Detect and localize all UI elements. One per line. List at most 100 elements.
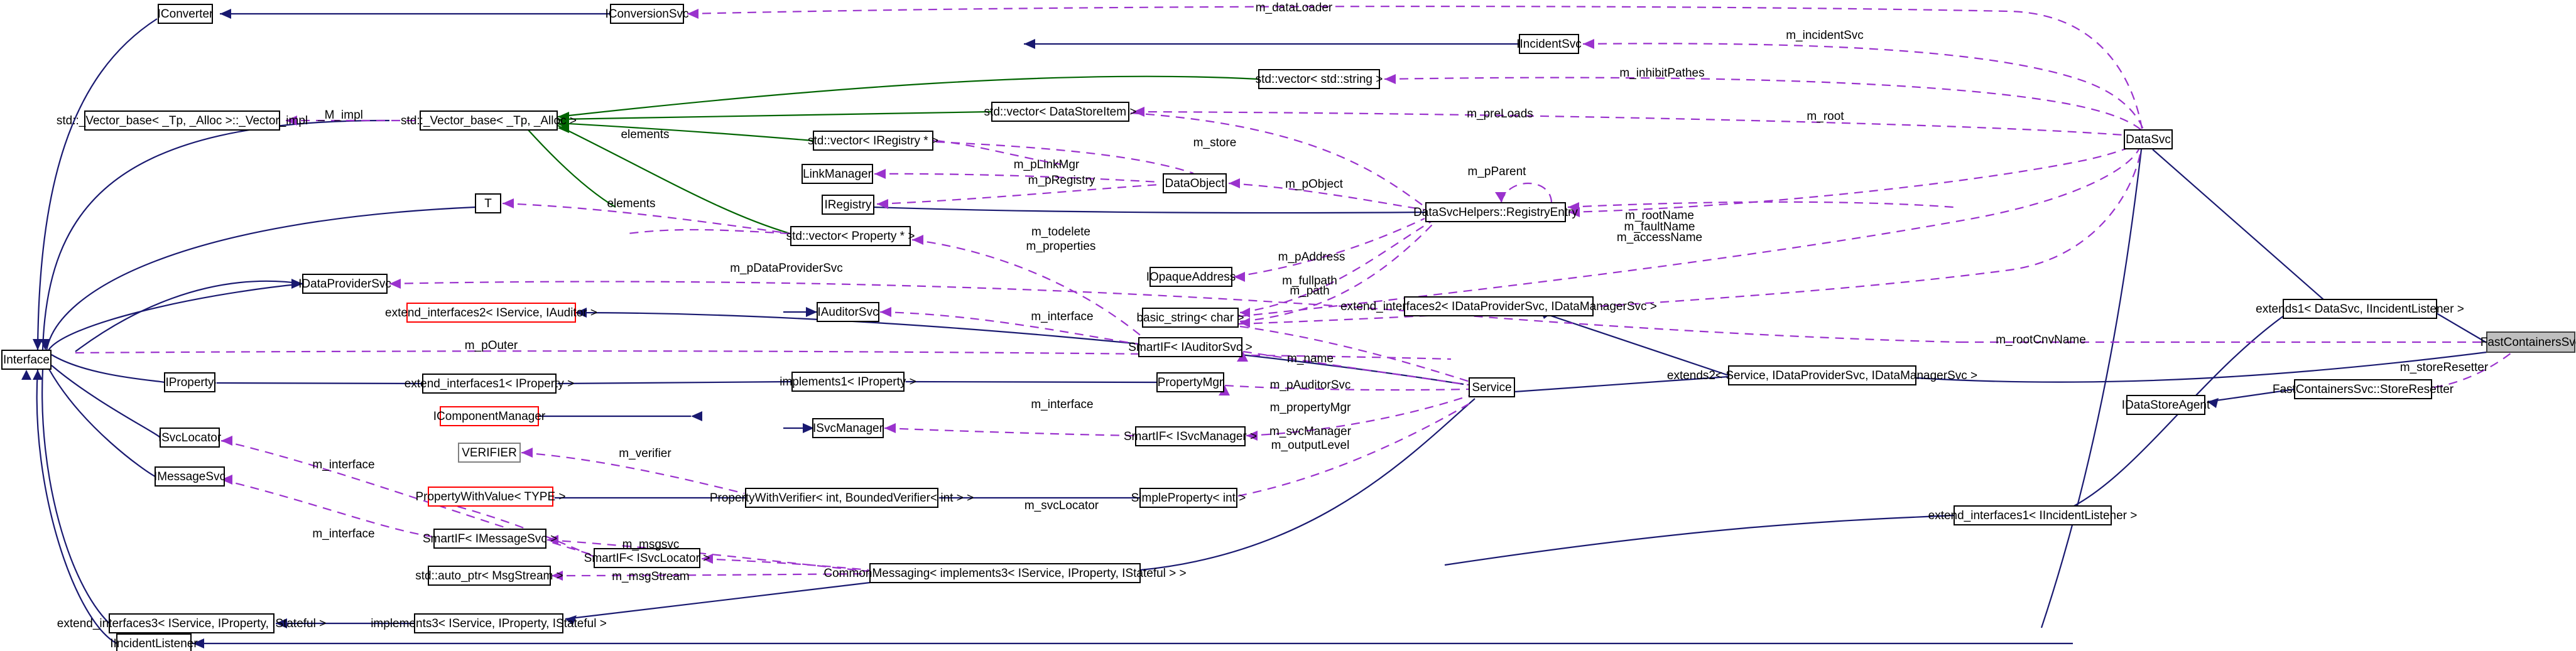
node-IConversionSvc[interactable]: IConversionSvc <box>605 4 689 24</box>
node-box[interactable] <box>1142 308 1239 328</box>
node-IAuditorSvc[interactable]: IAuditorSvc <box>817 302 879 322</box>
node-box[interactable] <box>1954 505 2112 525</box>
node-box[interactable] <box>1425 202 1566 222</box>
node-basic_string_char[interactable]: basic_string< char > <box>1136 308 1244 328</box>
node-box[interactable] <box>158 4 213 24</box>
node-box[interactable] <box>2124 129 2173 149</box>
node-box[interactable] <box>869 563 1141 583</box>
node-PropertyWithVerifier[interactable]: PropertyWithVerifier< int, BoundedVerifi… <box>710 488 974 508</box>
node-box[interactable] <box>1404 296 1594 316</box>
node-vector_Property[interactable]: std::vector< Property * > <box>786 226 915 246</box>
node-box[interactable] <box>610 4 684 24</box>
node-IOpaqueAddress[interactable]: IOpaqueAddress <box>1146 267 1236 287</box>
node-box[interactable] <box>1 350 52 370</box>
node-Interface[interactable]: Interface <box>1 350 52 370</box>
node-implements1_IProperty[interactable]: implements1< IProperty > <box>780 372 916 392</box>
node-box[interactable] <box>2126 395 2205 415</box>
node-extend_interfaces1_IProperty[interactable]: extend_interfaces1< IProperty > <box>405 374 574 394</box>
node-box[interactable] <box>164 372 215 392</box>
node-box[interactable] <box>84 110 280 131</box>
node-box[interactable] <box>440 406 539 426</box>
node-box[interactable] <box>302 274 388 294</box>
node-extends2_Service_IDPS_IDMS[interactable]: extends2< Service, IDataProviderSvc, IDa… <box>1667 365 1977 385</box>
node-IConverter[interactable]: IConverter <box>158 4 214 24</box>
node-IProperty[interactable]: IProperty <box>164 372 215 392</box>
node-ISvcManager[interactable]: ISvcManager <box>812 418 884 438</box>
node-box[interactable] <box>813 131 933 151</box>
node-vector_string[interactable]: std::vector< std::string > <box>1256 69 1383 89</box>
node-box[interactable] <box>1138 337 1242 357</box>
node-IDataStoreAgent[interactable]: IDataStoreAgent <box>2122 395 2210 415</box>
node-box[interactable] <box>812 418 884 438</box>
node-box[interactable] <box>428 487 553 507</box>
node-Service[interactable]: Service <box>1469 377 1515 397</box>
node-box[interactable] <box>406 303 576 323</box>
node-extend_interfaces2_ISvc_IAuditor[interactable]: extend_interfaces2< IService, IAuditor > <box>385 303 597 323</box>
node-box[interactable] <box>1258 69 1380 89</box>
node-box[interactable] <box>1156 372 1224 392</box>
node-SmartIF_IMessageSvc[interactable]: SmartIF< IMessageSvc > <box>423 529 557 549</box>
node-extend_interfaces1_IIncidentListener[interactable]: extend_interfaces1< IIncidentListener > <box>1928 505 2138 525</box>
node-T[interactable]: T <box>475 193 501 213</box>
node-LinkManager[interactable]: LinkManager <box>802 164 873 184</box>
node-IIncidentSvc[interactable]: IIncidentSvc <box>1516 34 1582 54</box>
node-box[interactable] <box>802 164 873 184</box>
node-box[interactable] <box>109 613 274 633</box>
node-box[interactable] <box>745 488 938 508</box>
node-box[interactable] <box>160 428 220 448</box>
node-IMessageSvc[interactable]: IMessageSvc <box>154 466 226 487</box>
node-extend_interfaces2_IDPS_IDMS[interactable]: extend_interfaces2< IDataProviderSvc, ID… <box>1340 296 1657 316</box>
node-SimpleProperty_int[interactable]: SimpleProperty< int > <box>1131 488 1246 508</box>
node-Vector_base[interactable]: std::_Vector_base< _Tp, _Alloc > <box>401 110 577 131</box>
node-box[interactable] <box>822 195 874 215</box>
node-SmartIF_IAuditorSvc[interactable]: SmartIF< IAuditorSvc > <box>1128 337 1253 357</box>
node-box[interactable] <box>422 374 557 394</box>
node-box[interactable] <box>790 226 911 246</box>
node-box[interactable] <box>594 548 700 568</box>
node-box[interactable] <box>2294 379 2432 399</box>
node-VERIFIER[interactable]: VERIFIER <box>458 443 521 463</box>
node-box[interactable] <box>1519 34 1579 54</box>
node-box[interactable] <box>458 443 521 463</box>
node-PropertyMgr[interactable]: PropertyMgr <box>1156 372 1224 392</box>
edge-label-_M_impl: _M_impl <box>317 109 363 122</box>
node-box[interactable] <box>1135 426 1246 446</box>
node-box[interactable] <box>1139 488 1237 508</box>
node-FastContainersSvc_StoreResetter[interactable]: FastContainersSvc::StoreResetter <box>2273 379 2454 399</box>
node-CommonMessaging[interactable]: CommonMessaging< implements3< IService, … <box>823 563 1187 583</box>
node-box[interactable] <box>2486 331 2575 353</box>
node-box[interactable] <box>791 372 905 392</box>
node-DataObject[interactable]: DataObject <box>1163 173 1227 193</box>
edge-label-m_pOuter: m_pOuter <box>465 339 518 352</box>
node-box[interactable] <box>433 529 546 549</box>
node-PropertyWithValue_TYPE[interactable]: PropertyWithValue< TYPE > <box>415 487 566 507</box>
node-DataSvc[interactable]: DataSvc <box>2124 129 2173 149</box>
node-box[interactable] <box>155 466 225 487</box>
node-IIncidentListener[interactable]: IIncidentListener <box>110 633 198 651</box>
node-SmartIF_ISvcManager[interactable]: SmartIF< ISvcManager > <box>1124 426 1257 446</box>
node-box[interactable] <box>428 566 551 586</box>
node-vector_DataStoreItem[interactable]: std::vector< DataStoreItem > <box>984 102 1137 122</box>
node-box[interactable] <box>991 102 1129 122</box>
node-DataSvcHelpers_RegistryEntry[interactable]: DataSvcHelpers::RegistryEntry <box>1413 202 1578 222</box>
node-IDataProviderSvc[interactable]: IDataProviderSvc <box>298 274 391 294</box>
node-box[interactable] <box>475 193 501 213</box>
node-box[interactable] <box>420 110 558 131</box>
node-auto_ptr_MsgStream[interactable]: std::auto_ptr< MsgStream > <box>415 566 563 586</box>
node-SmartIF_ISvcLocator[interactable]: SmartIF< ISvcLocator > <box>584 548 710 568</box>
node-extends1_DataSvc_IIL[interactable]: extends1< DataSvc, IIncidentListener > <box>2256 299 2464 319</box>
node-vector_IRegistry[interactable]: std::vector< IRegistry * > <box>808 131 938 151</box>
node-box[interactable] <box>1163 173 1227 193</box>
node-box[interactable] <box>2283 299 2437 319</box>
node-IComponentManager[interactable]: IComponentManager <box>433 406 546 426</box>
node-box[interactable] <box>116 633 192 651</box>
node-box[interactable] <box>1469 377 1515 397</box>
node-Vector_impl[interactable]: std::_Vector_base< _Tp, _Alloc >::_Vecto… <box>57 110 308 131</box>
node-box[interactable] <box>414 613 563 633</box>
node-box[interactable] <box>1149 267 1232 287</box>
node-box[interactable] <box>1728 365 1916 385</box>
node-IRegistry[interactable]: IRegistry <box>822 195 874 215</box>
node-box[interactable] <box>817 302 879 322</box>
node-FastContainersSvc[interactable]: FastContainersSvc <box>2481 331 2576 353</box>
node-ISvcLocator[interactable]: ISvcLocator <box>158 428 222 448</box>
